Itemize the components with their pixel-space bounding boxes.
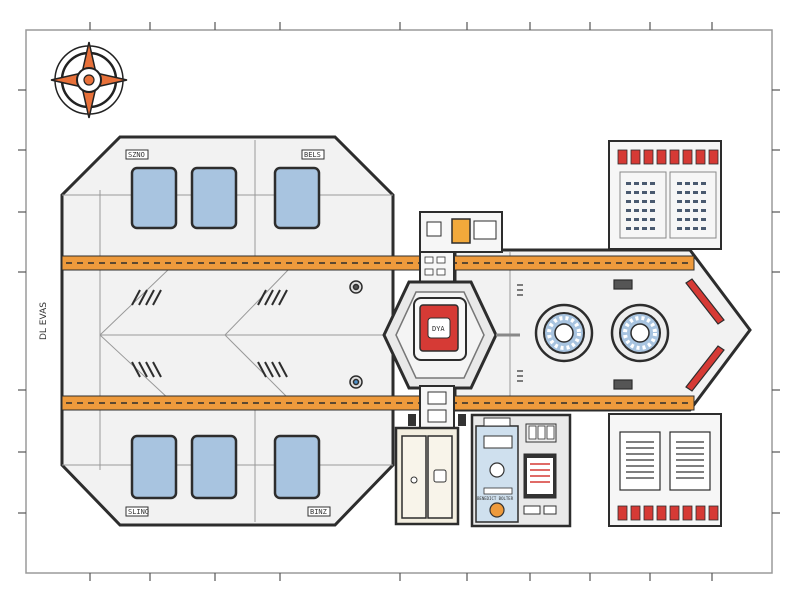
label-bot-left: SLINO bbox=[128, 508, 149, 516]
frame-ticks bbox=[18, 22, 780, 581]
window bbox=[273, 166, 321, 230]
turbine-icon bbox=[610, 303, 670, 363]
panel-red-cells-bottom bbox=[617, 505, 719, 521]
central-hub: DYA bbox=[382, 280, 520, 390]
compass-rose-icon bbox=[50, 41, 128, 119]
panel-vent-lines bbox=[626, 441, 704, 479]
solar-panel-top bbox=[608, 140, 722, 250]
main-hull bbox=[60, 135, 395, 527]
hull-ports bbox=[349, 280, 363, 389]
label-top-right: BELS bbox=[304, 151, 321, 159]
label-bot-right: BINZ bbox=[310, 508, 327, 516]
solar-panel-bottom bbox=[608, 413, 722, 527]
right-module bbox=[453, 248, 752, 412]
hub-label: DYA bbox=[432, 325, 445, 333]
window bbox=[273, 434, 321, 500]
hull-vents bbox=[131, 289, 288, 378]
window bbox=[130, 434, 178, 500]
hull-labels: SZNO BELS SLINO BINZ bbox=[125, 149, 331, 517]
control-panel-module: BENEDICT BOLTER bbox=[470, 413, 572, 528]
panel-dot-grid bbox=[626, 182, 706, 230]
right-module-details bbox=[517, 279, 633, 390]
window bbox=[190, 166, 238, 230]
window bbox=[190, 434, 238, 500]
side-label: DL EVAS bbox=[39, 302, 49, 340]
hull-windows bbox=[130, 166, 321, 500]
cabinet-module bbox=[394, 426, 460, 526]
nose-red-bars bbox=[685, 278, 725, 392]
hull-stripes bbox=[61, 255, 695, 411]
lower-connector bbox=[408, 385, 466, 431]
panel-caption: BENEDICT BOLTER bbox=[477, 496, 514, 501]
window bbox=[130, 166, 178, 230]
panel-red-cells-top bbox=[617, 149, 719, 165]
turbine-icon bbox=[534, 303, 594, 363]
label-top-left: SZNO bbox=[128, 151, 145, 159]
